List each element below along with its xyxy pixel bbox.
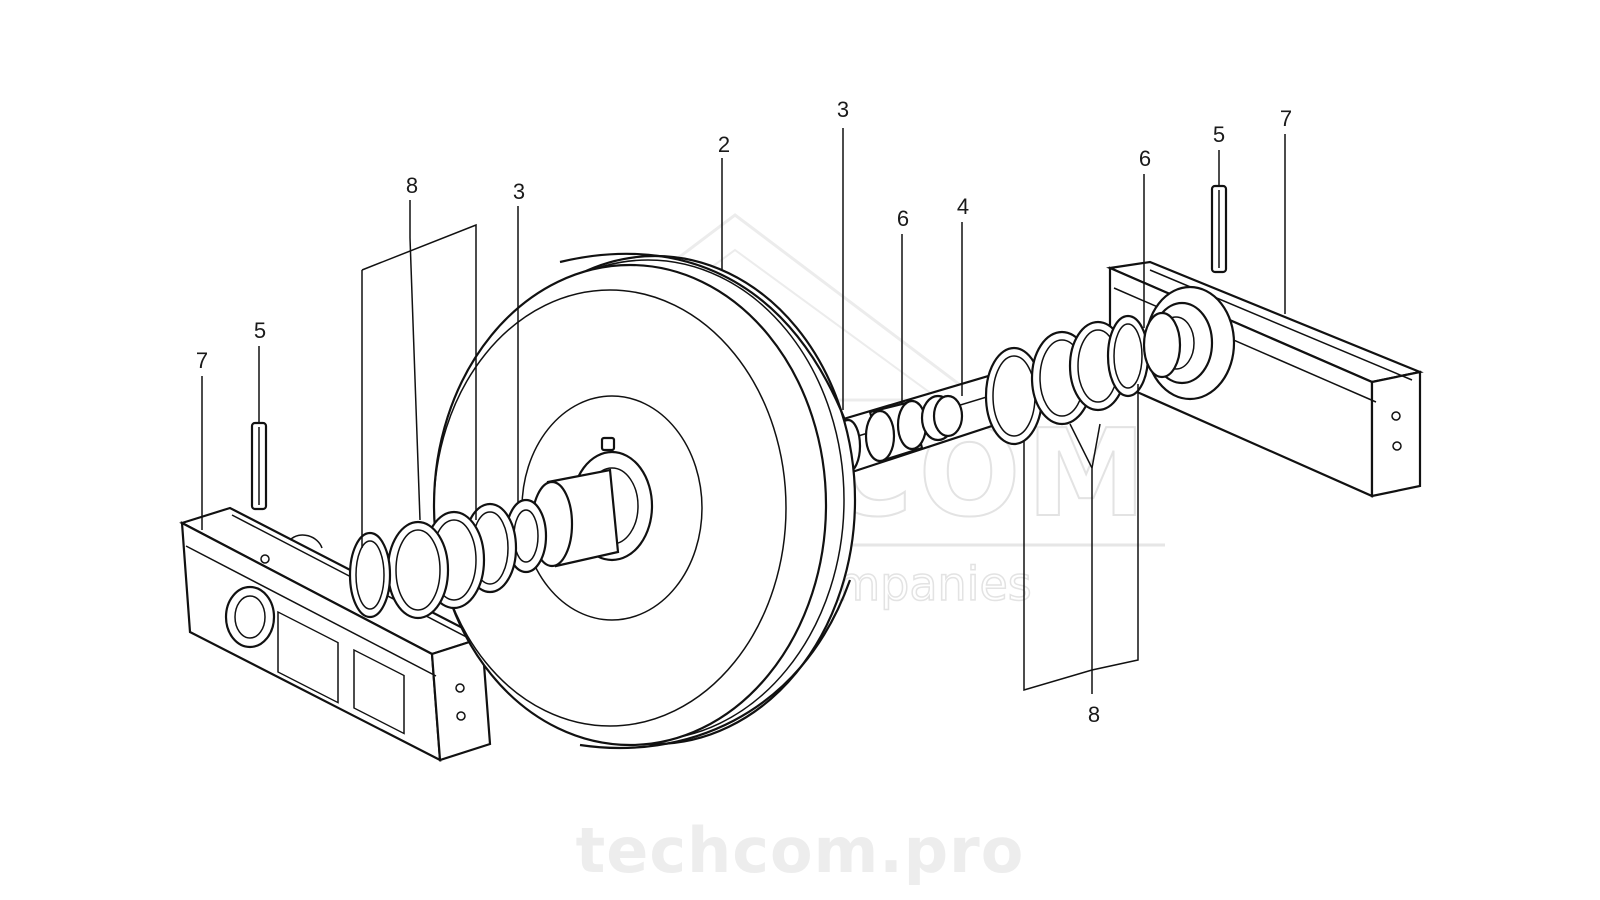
callout-7-right: 7	[1280, 106, 1292, 131]
right-pin	[1210, 184, 1228, 274]
callout-4: 4	[957, 194, 969, 219]
callout-6-right: 6	[1139, 146, 1151, 171]
callout-5-left: 5	[254, 318, 266, 343]
watermark-url: techcom.pro	[576, 814, 1025, 887]
right-bracket	[1106, 260, 1424, 498]
idler-wheel	[432, 252, 857, 749]
callout-8-left: 8	[406, 173, 418, 198]
right-seal-rings	[984, 311, 1182, 446]
callout-3-mid: 3	[837, 97, 849, 122]
callout-7-left: 7	[196, 348, 208, 373]
callout-3-left: 3	[513, 179, 525, 204]
callout-5-right: 5	[1213, 122, 1225, 147]
leader-lines	[201, 128, 1286, 694]
left-seal-rings	[348, 502, 518, 620]
left-bracket	[179, 506, 492, 762]
left-pin	[250, 421, 268, 511]
callout-6-mid: 6	[897, 206, 909, 231]
right-bushing	[864, 394, 964, 463]
callout-2: 2	[718, 132, 730, 157]
callouts: 8 3 2 3 6 4 6 5 7 5 7 8	[196, 97, 1292, 727]
left-bushing	[504, 468, 620, 574]
callout-8-right: 8	[1088, 702, 1100, 727]
